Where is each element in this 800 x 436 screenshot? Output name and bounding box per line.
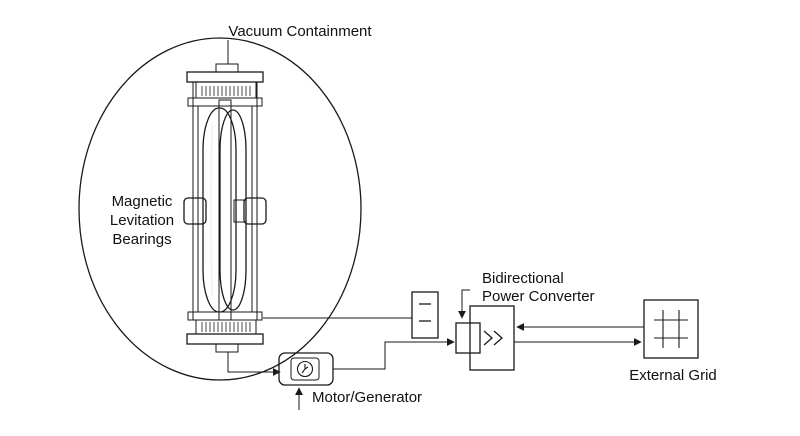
- converter-label-leader: [458, 289, 470, 319]
- converter-body: [469, 305, 515, 371]
- top-plate: [186, 71, 264, 83]
- rotor-disc-rear: [219, 109, 247, 311]
- dc-link-rect: [411, 291, 439, 339]
- flywheel-to-motor-line: [227, 352, 281, 376]
- grid-icon: [654, 310, 688, 348]
- bottom-inner-plate: [187, 311, 263, 321]
- bidirectional-power-converter: Bidirectional Power Converter: [455, 270, 595, 371]
- bottom-bearing-coils: [201, 322, 251, 332]
- bottom-nut: [215, 343, 239, 353]
- grid-box: [643, 299, 699, 359]
- motor-to-converter-line: [333, 338, 455, 370]
- left-bearing-hub: [183, 197, 207, 225]
- converter-terminal: [455, 322, 481, 354]
- vacuum-containment: Vacuum Containment: [78, 23, 372, 381]
- converter-grid-link: [514, 323, 644, 346]
- motor-generator-icon: [296, 360, 314, 378]
- hub-core: [233, 199, 247, 223]
- motor-generator-window: [290, 357, 320, 381]
- top-inner-plate: [187, 97, 263, 107]
- converter-label-line1: Bidirectional: [482, 270, 564, 287]
- top-nut: [215, 63, 239, 73]
- vacuum-containment-label: Vacuum Containment: [228, 23, 372, 40]
- top-bearing-coils: [201, 86, 251, 96]
- converter-label-line2: Power Converter: [482, 288, 595, 305]
- magnetic-bearings-label-line1: Magnetic: [112, 193, 173, 210]
- motor-generator: Motor/Generator: [278, 352, 422, 410]
- magnetic-bearings-label-line3: Bearings: [112, 231, 171, 248]
- bottom-plate: [186, 333, 264, 345]
- magnetic-bearings-callout: Magnetic Levitation Bearings: [110, 193, 174, 248]
- flywheel-wiring: [227, 317, 412, 376]
- right-bearing-hub: [243, 197, 267, 225]
- external-grid: External Grid: [629, 299, 717, 384]
- converter-chevrons-icon: [483, 330, 503, 346]
- magnetic-bearings-label-line2: Levitation: [110, 212, 174, 229]
- external-grid-label: External Grid: [629, 367, 717, 384]
- motor-generator-label: Motor/Generator: [312, 389, 422, 406]
- dc-link-box: [411, 291, 439, 339]
- rotor-rim-highlight: [210, 124, 213, 296]
- vacuum-chamber-outline: [78, 37, 362, 381]
- flywheel-assembly: [183, 63, 267, 353]
